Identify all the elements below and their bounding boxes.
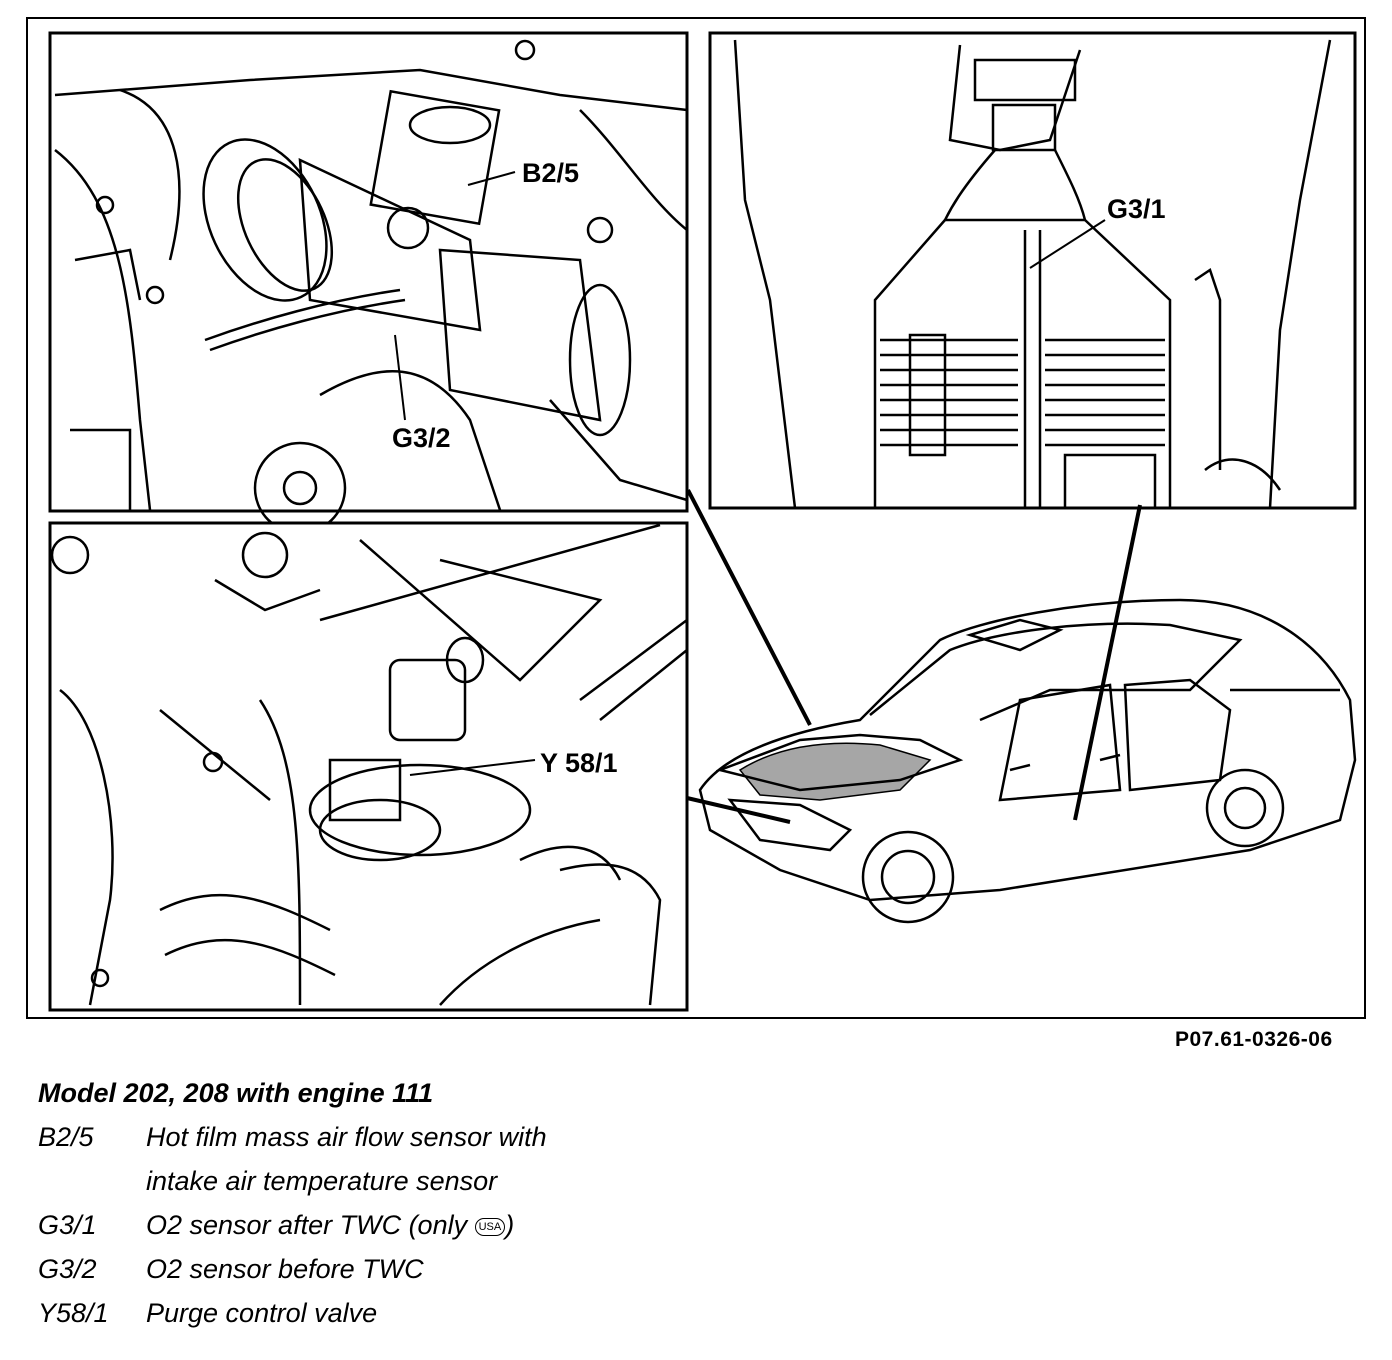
- label-g3-2: G3/2: [392, 423, 451, 453]
- legend-desc: Purge control valve: [146, 1298, 378, 1328]
- car-illustration: [698, 598, 1357, 924]
- figure-reference: P07.61-0326-06: [1175, 1028, 1333, 1051]
- diagram-figure: B2/5 G3/2: [26, 17, 1366, 1019]
- legend-desc: intake air temperature sensor: [146, 1166, 498, 1196]
- legend-code: G3/2: [38, 1254, 97, 1284]
- legend: Model 202, 208 with engine 111 B2/5 Hot …: [38, 1078, 547, 1335]
- label-b2-5: B2/5: [522, 158, 579, 188]
- legend-code: Y58/1: [38, 1298, 109, 1328]
- panel-mass-air-flow: B2/5 G3/2: [48, 31, 689, 535]
- legend-item: Y58/1 Purge control valve: [38, 1291, 547, 1335]
- legend-desc-close: ): [505, 1210, 515, 1240]
- panel-purge-valve: Y 58/1: [48, 521, 689, 1012]
- legend-title: Model 202, 208 with engine 111: [38, 1078, 434, 1108]
- legend-code: G3/1: [38, 1210, 97, 1240]
- legend-code: B2/5: [38, 1122, 94, 1152]
- legend-item: B2/5 Hot film mass air flow sensor with: [38, 1115, 547, 1159]
- legend-desc-text: O2 sensor after TWC (only: [146, 1210, 468, 1240]
- label-y58-1: Y 58/1: [540, 748, 618, 778]
- usa-badge-icon: USA: [474, 1217, 506, 1236]
- legend-item: intake air temperature sensor: [38, 1159, 547, 1203]
- outer-frame: [26, 17, 1366, 1019]
- legend-item: G3/1 O2 sensor after TWC (only USA): [38, 1203, 547, 1247]
- engine-bay-detail: [738, 742, 932, 801]
- panel-exhaust: G3/1: [708, 31, 1357, 510]
- legend-desc: O2 sensor before TWC: [146, 1254, 424, 1284]
- legend-item: G3/2 O2 sensor before TWC: [38, 1247, 547, 1291]
- legend-desc: Hot film mass air flow sensor with: [146, 1122, 547, 1152]
- legend-desc: O2 sensor after TWC (only USA): [146, 1203, 514, 1247]
- label-g3-1: G3/1: [1107, 194, 1166, 224]
